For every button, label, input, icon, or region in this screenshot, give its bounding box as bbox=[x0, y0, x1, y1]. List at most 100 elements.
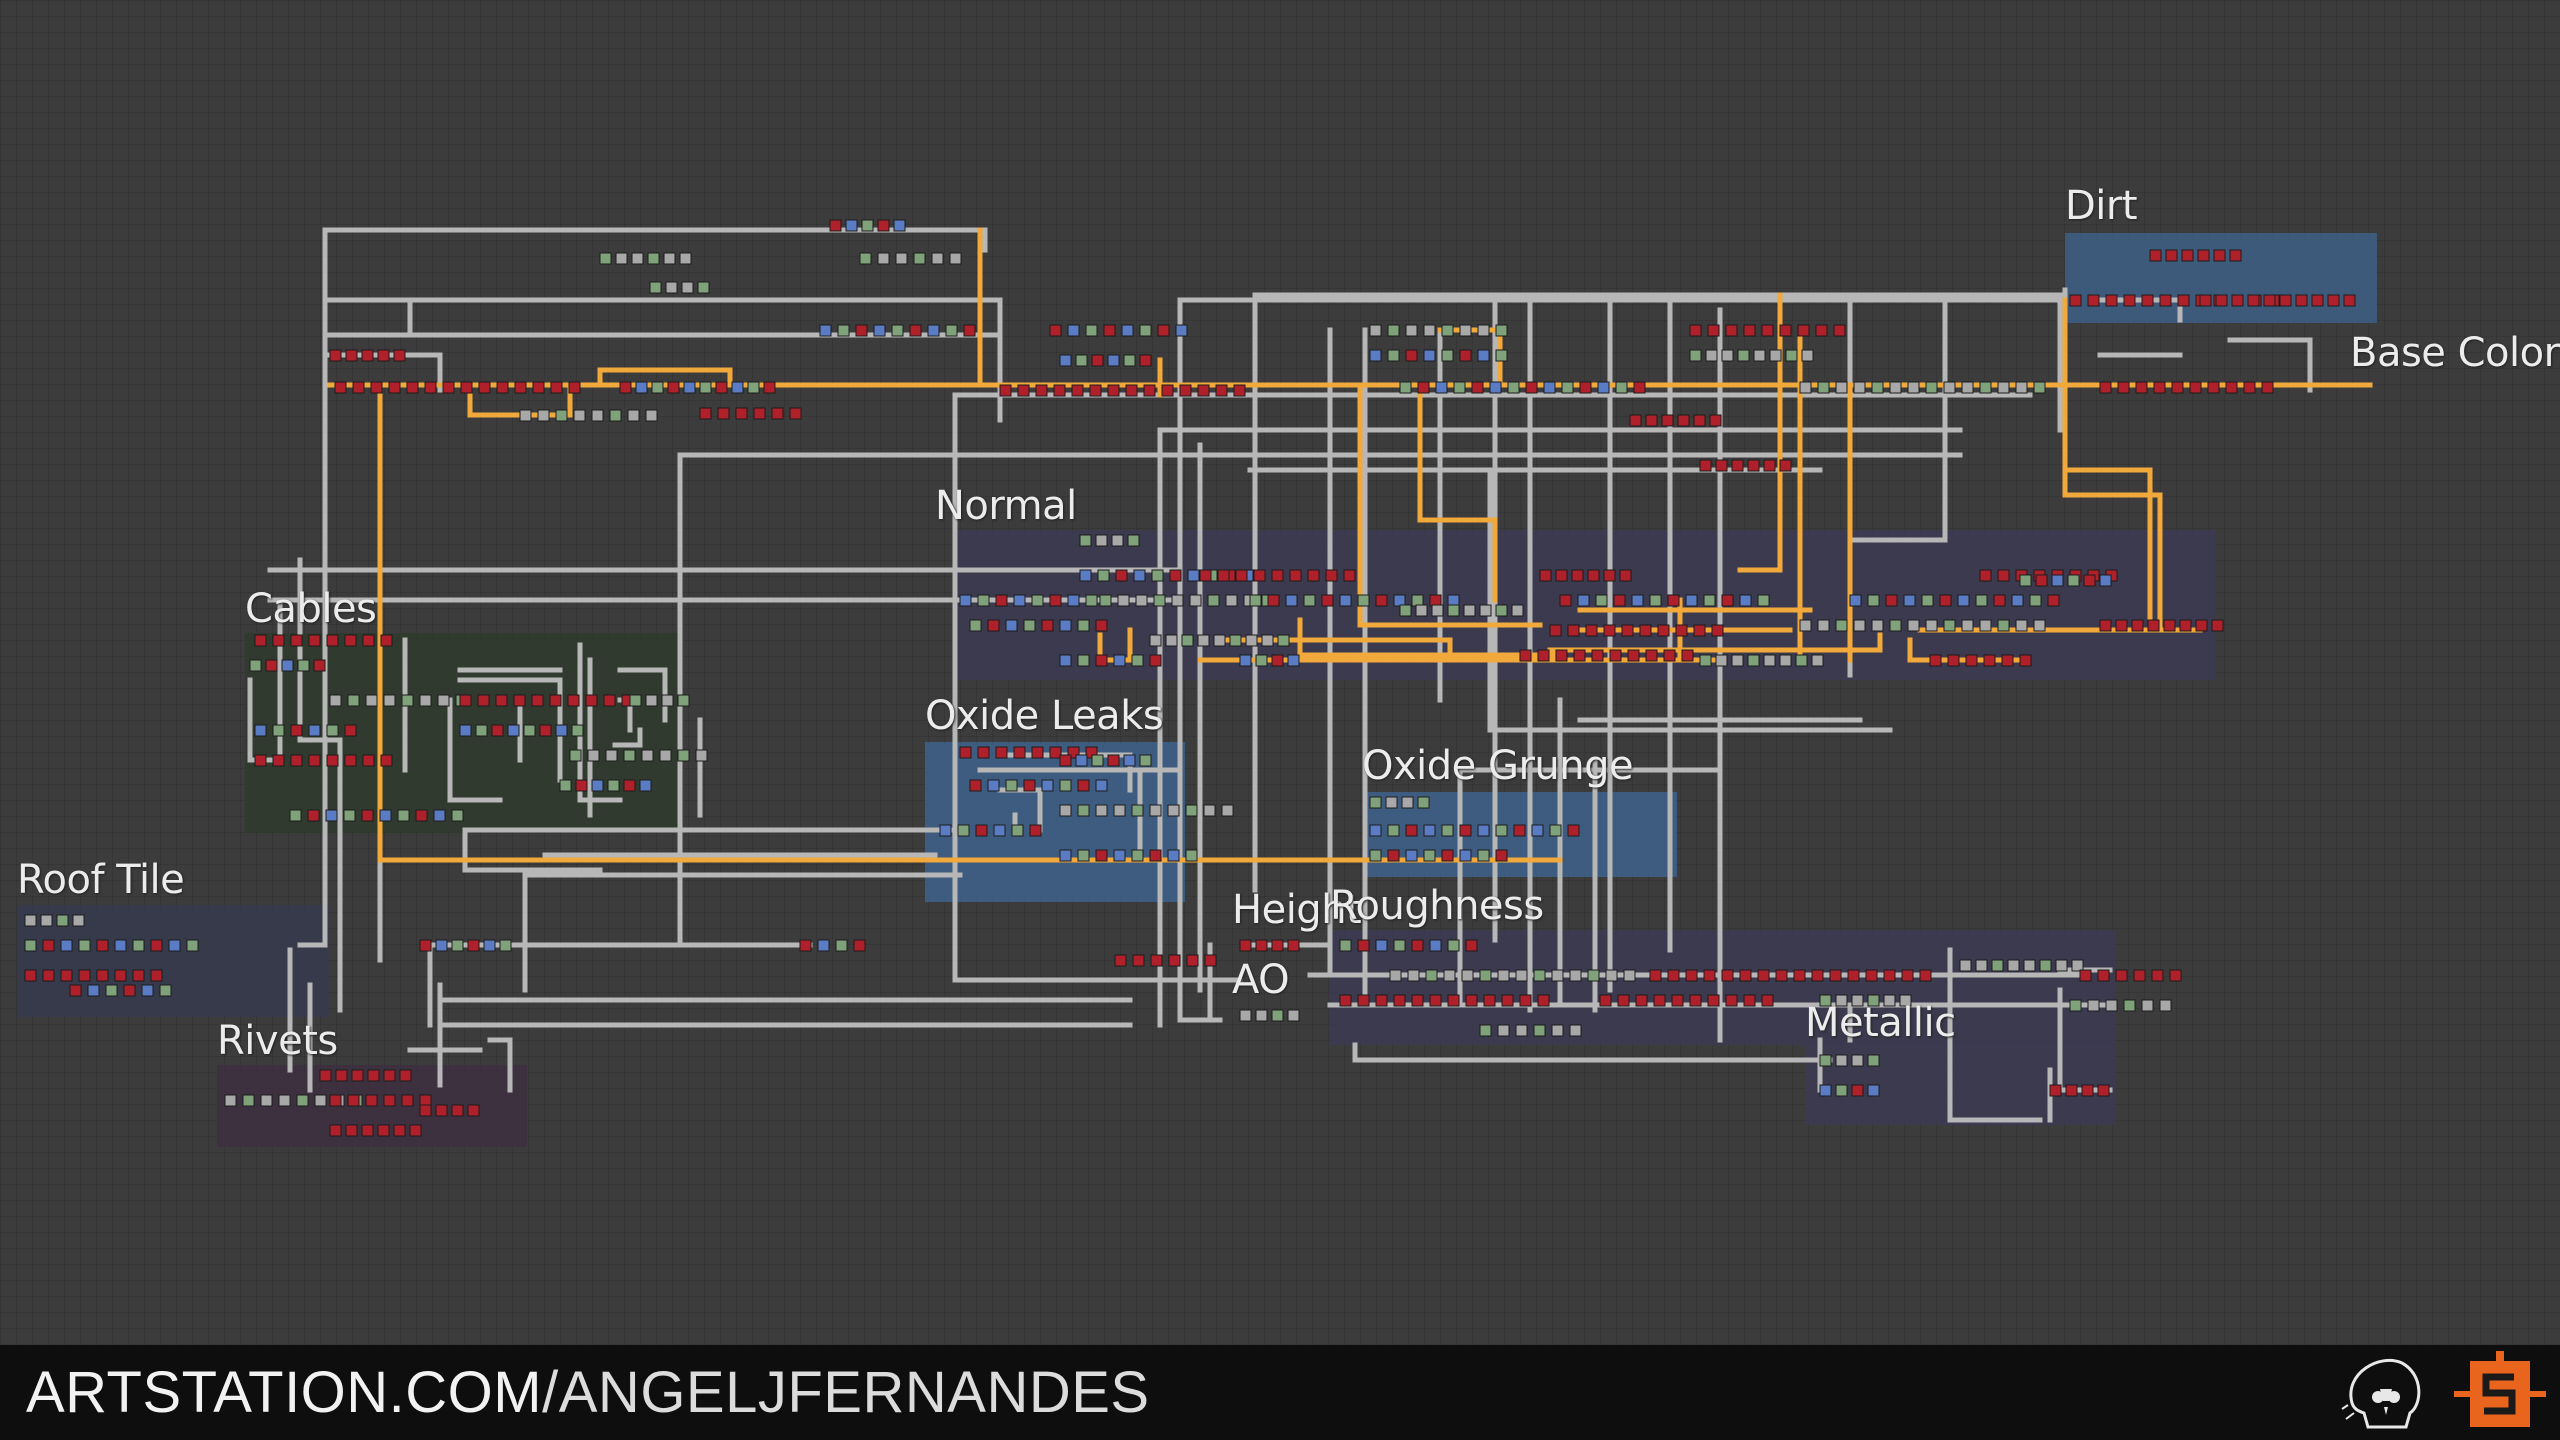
node-port[interactable] bbox=[272, 634, 285, 647]
node-port[interactable] bbox=[1186, 954, 1199, 967]
node-port[interactable] bbox=[591, 779, 604, 792]
node-port[interactable] bbox=[645, 694, 658, 707]
node-port[interactable] bbox=[132, 969, 145, 982]
node-port[interactable] bbox=[329, 1094, 342, 1107]
node-port[interactable] bbox=[1979, 569, 1992, 582]
node-port[interactable] bbox=[1289, 569, 1302, 582]
node-port[interactable] bbox=[1763, 654, 1776, 667]
node-port[interactable] bbox=[60, 969, 73, 982]
node-port[interactable] bbox=[329, 1124, 342, 1137]
node-port[interactable] bbox=[1459, 824, 1472, 837]
node-port[interactable] bbox=[1091, 754, 1104, 767]
node-port[interactable] bbox=[1793, 969, 1806, 982]
node-port[interactable] bbox=[859, 252, 872, 265]
node-port[interactable] bbox=[345, 1124, 358, 1137]
node-port[interactable] bbox=[1017, 384, 1030, 397]
node-port[interactable] bbox=[1405, 849, 1418, 862]
node-port[interactable] bbox=[1447, 594, 1460, 607]
node-port[interactable] bbox=[1217, 569, 1230, 582]
node-port[interactable] bbox=[442, 381, 455, 394]
node-port[interactable] bbox=[1795, 654, 1808, 667]
node-port[interactable] bbox=[523, 724, 536, 737]
node-port[interactable] bbox=[383, 1094, 396, 1107]
node-port[interactable] bbox=[1579, 381, 1592, 394]
node-port[interactable] bbox=[1757, 594, 1770, 607]
node-port[interactable] bbox=[265, 659, 278, 672]
node-port[interactable] bbox=[987, 619, 1000, 632]
node-port[interactable] bbox=[370, 381, 383, 394]
node-port[interactable] bbox=[2019, 574, 2032, 587]
node-port[interactable] bbox=[1035, 384, 1048, 397]
frame-title-height[interactable]: Height bbox=[1232, 887, 1362, 933]
node-port[interactable] bbox=[1441, 824, 1454, 837]
node-port[interactable] bbox=[683, 381, 696, 394]
node-port[interactable] bbox=[1849, 594, 1862, 607]
node-port[interactable] bbox=[1387, 849, 1400, 862]
node-port[interactable] bbox=[326, 724, 339, 737]
node-port[interactable] bbox=[1631, 594, 1644, 607]
node-port[interactable] bbox=[1150, 954, 1163, 967]
node-port[interactable] bbox=[1149, 654, 1162, 667]
node-port[interactable] bbox=[1187, 569, 1200, 582]
node-port[interactable] bbox=[1249, 594, 1262, 607]
node-port[interactable] bbox=[272, 724, 285, 737]
node-port[interactable] bbox=[96, 939, 109, 952]
node-port[interactable] bbox=[377, 1124, 390, 1137]
node-port[interactable] bbox=[495, 694, 508, 707]
node-port[interactable] bbox=[1459, 849, 1472, 862]
node-port[interactable] bbox=[1399, 381, 1412, 394]
node-port[interactable] bbox=[1261, 634, 1274, 647]
node-port[interactable] bbox=[2069, 294, 2082, 307]
node-port[interactable] bbox=[1411, 939, 1424, 952]
node-port[interactable] bbox=[1885, 594, 1898, 607]
node-port[interactable] bbox=[1441, 324, 1454, 337]
node-port[interactable] bbox=[963, 324, 976, 337]
node-port[interactable] bbox=[2295, 294, 2308, 307]
node-port[interactable] bbox=[1453, 381, 1466, 394]
node-port[interactable] bbox=[573, 409, 586, 422]
node-port[interactable] bbox=[365, 1094, 378, 1107]
node-port[interactable] bbox=[345, 349, 358, 362]
node-port[interactable] bbox=[399, 1069, 412, 1082]
node-port[interactable] bbox=[1747, 459, 1760, 472]
node-port[interactable] bbox=[1761, 994, 1774, 1007]
node-port[interactable] bbox=[1143, 384, 1156, 397]
node-port[interactable] bbox=[1357, 594, 1370, 607]
node-port[interactable] bbox=[365, 694, 378, 707]
node-port[interactable] bbox=[483, 939, 496, 952]
node-port[interactable] bbox=[2243, 381, 2256, 394]
node-port[interactable] bbox=[2049, 1084, 2062, 1097]
node-port[interactable] bbox=[393, 1124, 406, 1137]
node-port[interactable] bbox=[1753, 349, 1766, 362]
node-port[interactable] bbox=[2097, 1084, 2110, 1097]
node-port[interactable] bbox=[1053, 384, 1066, 397]
node-port[interactable] bbox=[1725, 324, 1738, 337]
node-port[interactable] bbox=[1103, 324, 1116, 337]
node-port[interactable] bbox=[585, 694, 598, 707]
node-port[interactable] bbox=[1215, 384, 1228, 397]
node-port[interactable] bbox=[1369, 796, 1382, 809]
node-port[interactable] bbox=[1059, 619, 1072, 632]
node-port[interactable] bbox=[995, 746, 1008, 759]
node-port[interactable] bbox=[1245, 634, 1258, 647]
node-port[interactable] bbox=[96, 969, 109, 982]
node-port[interactable] bbox=[1871, 619, 1884, 632]
node-port[interactable] bbox=[1689, 324, 1702, 337]
node-port[interactable] bbox=[1387, 824, 1400, 837]
node-port[interactable] bbox=[571, 724, 584, 737]
node-port[interactable] bbox=[1495, 349, 1508, 362]
node-port[interactable] bbox=[424, 381, 437, 394]
node-port[interactable] bbox=[1179, 384, 1192, 397]
node-port[interactable] bbox=[957, 824, 970, 837]
node-port[interactable] bbox=[1739, 594, 1752, 607]
node-port[interactable] bbox=[1495, 324, 1508, 337]
node-port[interactable] bbox=[1797, 324, 1810, 337]
node-port[interactable] bbox=[1567, 824, 1580, 837]
node-port[interactable] bbox=[60, 939, 73, 952]
node-port[interactable] bbox=[1725, 994, 1738, 1007]
node-port[interactable] bbox=[1853, 619, 1866, 632]
node-port[interactable] bbox=[949, 252, 962, 265]
node-port[interactable] bbox=[1423, 849, 1436, 862]
node-port[interactable] bbox=[2081, 1084, 2094, 1097]
frame-title-metallic[interactable]: Metallic bbox=[1805, 1000, 1956, 1046]
